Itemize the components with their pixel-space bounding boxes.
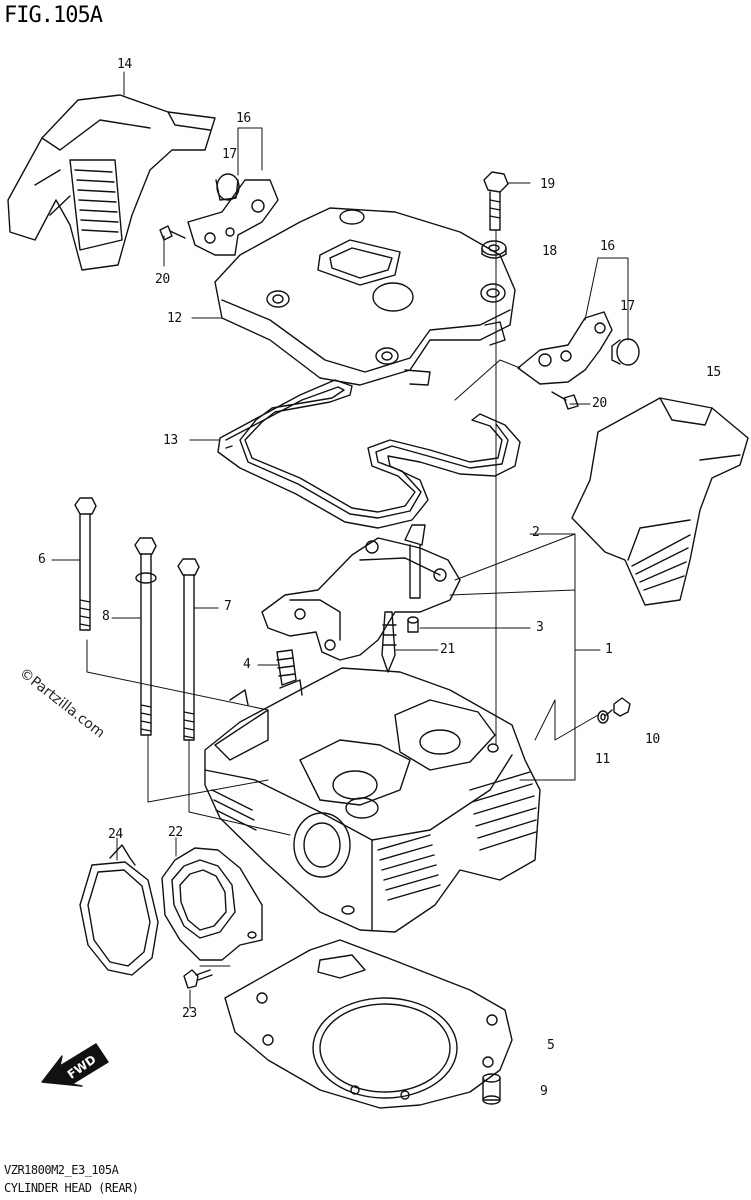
- callout-4: 4: [243, 657, 251, 672]
- callout-2: 2: [532, 525, 540, 540]
- callout-9: 9: [540, 1084, 548, 1099]
- part-11-washer: [597, 710, 609, 724]
- part-20-bolt-left: [159, 225, 186, 241]
- leader-lines: [51, 71, 629, 1009]
- callout-16-right: 16: [600, 239, 615, 254]
- callout-6: 6: [38, 552, 46, 567]
- part-16-bracket-right: [517, 311, 613, 385]
- part-12-head-cover: [214, 207, 516, 386]
- callout-24: 24: [108, 827, 123, 842]
- part-13-cover-gasket: [217, 379, 521, 529]
- callout-3: 3: [536, 620, 544, 635]
- part-7-bolt: [177, 558, 200, 741]
- callout-11: 11: [595, 752, 610, 767]
- callout-5: 5: [547, 1038, 555, 1053]
- part-18-washer: [481, 240, 507, 259]
- part-5-head-gasket: [224, 939, 513, 1109]
- callout-13: 13: [163, 433, 178, 448]
- fwd-arrow-icon: [41, 1043, 109, 1087]
- part-camshaft-holder: [261, 524, 461, 661]
- part-3-dowel: [407, 616, 419, 633]
- part-15-side-cover-right: [571, 397, 749, 606]
- callout-18: 18: [542, 244, 557, 259]
- part-1-cylinder-head: [204, 667, 541, 933]
- part-19-bolt: [483, 171, 509, 231]
- callout-1: 1: [605, 642, 613, 657]
- part-9-dowel: [482, 1073, 501, 1105]
- callout-16-left: 16: [236, 111, 251, 126]
- callout-20-right: 20: [592, 396, 607, 411]
- part-21-plug: [381, 611, 397, 673]
- part-22-intake-pipe: [161, 847, 263, 961]
- callout-21: 21: [440, 642, 455, 657]
- callout-15: 15: [706, 365, 721, 380]
- part-23-screw: [183, 969, 213, 989]
- callout-7: 7: [224, 599, 232, 614]
- callout-12: 12: [167, 311, 182, 326]
- callout-20-left: 20: [155, 272, 170, 287]
- part-4-sleeve: [276, 649, 297, 686]
- part-6-bolt: [74, 497, 97, 631]
- part-10-bolt: [604, 697, 631, 717]
- callout-23: 23: [182, 1006, 197, 1021]
- part-14-side-cover: [7, 94, 216, 271]
- footer-code: VZR1800M2_E3_105A: [4, 1163, 119, 1177]
- part-8-bolt: [134, 537, 157, 736]
- callout-19: 19: [540, 177, 555, 192]
- callout-10: 10: [645, 732, 660, 747]
- callout-17-left: 17: [222, 147, 237, 162]
- callout-14: 14: [117, 57, 132, 72]
- part-17-grommet-right: [611, 338, 640, 366]
- part-24-clamp: [79, 844, 159, 976]
- callout-22: 22: [168, 825, 183, 840]
- figure-title: FIG.105A: [4, 3, 103, 28]
- part-20-bolt-right: [551, 391, 579, 410]
- footer-caption: CYLINDER HEAD (REAR): [4, 1181, 139, 1195]
- callout-17-right: 17: [620, 299, 635, 314]
- callout-8: 8: [102, 609, 110, 624]
- part-16-bracket-left: [187, 173, 279, 256]
